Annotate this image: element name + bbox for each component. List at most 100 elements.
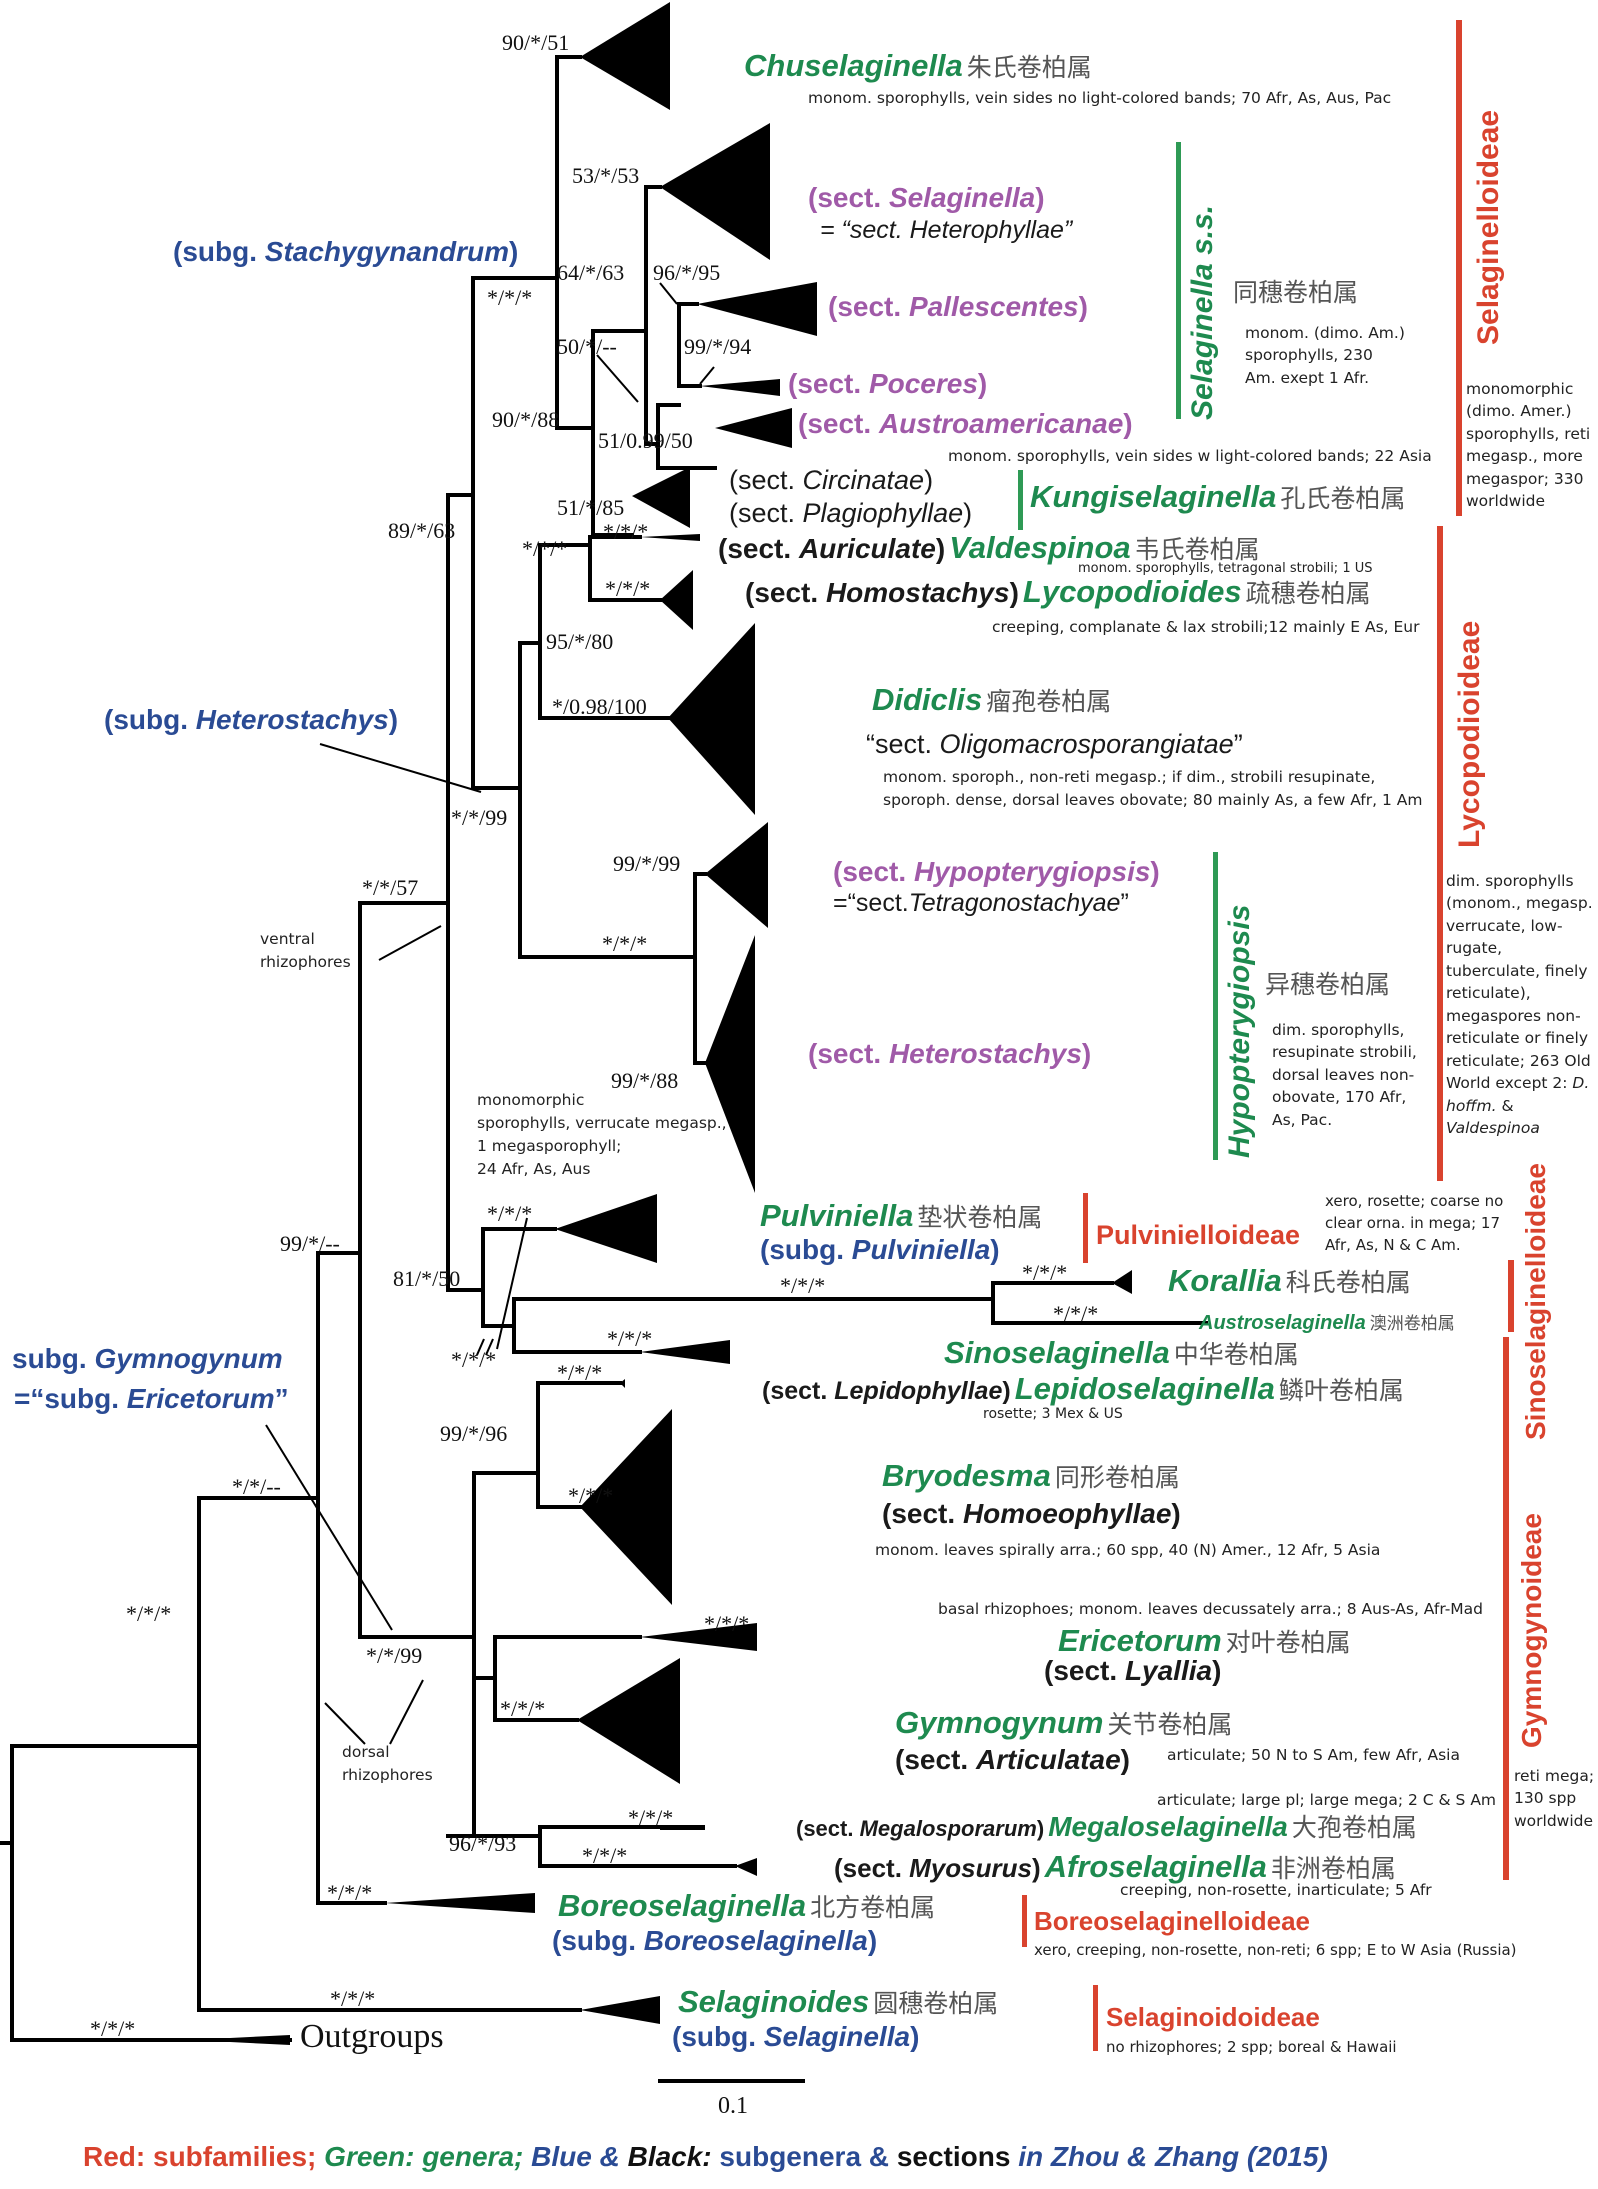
support-korallia-austro: */*/*: [780, 1273, 826, 1298]
support-n99-dash: 99/*/--: [280, 1231, 340, 1256]
subfamily-bar-lycopodioideae: [1437, 526, 1443, 1181]
leader-heterostachys: [319, 743, 482, 793]
clade-label-austroselaginella: Austroselaginella 澳洲卷柏属: [1199, 1312, 1455, 1334]
leader-dorsal-1: [324, 1702, 366, 1745]
annotation-pulv-4: 24 Afr, As, Aus: [477, 1160, 591, 1178]
note-lycopodioides: creeping, complanate & lax strobili;12 m…: [992, 618, 1420, 636]
subfamily-bar-boreoselaginelloideae: [1022, 1895, 1027, 1947]
branch-n99-96: [472, 1381, 540, 1509]
chinese-hypopterygiopsis: 异穗卷柏属: [1265, 970, 1391, 999]
clade-triangle-pulviniella: [555, 1194, 657, 1263]
branch-n-hetero: [471, 641, 522, 959]
clade-triangle-gymnogynum: [577, 1658, 680, 1784]
support-n81-50: 81/*/50: [393, 1266, 461, 1291]
note-valdespinoa: monom. sporophylls, tetragonal strobili;…: [1078, 561, 1373, 576]
branch-lyco: [518, 543, 542, 720]
note-pulvinielloideae: xero, rosette; coarse no clear orna. in …: [1325, 1192, 1504, 1254]
support-hypopterygiopsis: 99/*/99: [613, 851, 681, 876]
support-n50: 50/*/--: [557, 334, 617, 359]
alias-heterophyllae: = “sect. Heterophyllae”: [820, 216, 1073, 244]
subfamily-bar-sinoselaginelloideae: [1508, 1260, 1514, 1332]
note-kungiselaginella: monom. sporophylls, vein sides w light-c…: [948, 447, 1432, 465]
subfamily-pulvinielloideae: Pulvinielloideae: [1096, 1220, 1301, 1250]
legend-sections: sections: [896, 2141, 1011, 2172]
support-pulviniella: */*/*: [487, 1201, 533, 1226]
collapsed-clades: [190, 2, 1132, 2045]
branch-n89: [446, 276, 475, 790]
note-lepidoselaginella: rosette; 3 Mex & US: [983, 1406, 1123, 1422]
leader-n50: [596, 354, 639, 403]
label-subg-pulviniella: (subg. Pulviniella): [760, 1234, 1000, 1265]
leader-pallescentes: [659, 282, 678, 305]
clade-label-selaginoides: Selaginoides 圆穗卷柏属: [678, 1984, 999, 2019]
clade-label-chuselaginella: Chuselaginella 朱氏卷柏属: [744, 50, 1092, 81]
clade-label-valdespinoa: (sect. Auriculate) Valdespinoa 韦氏卷柏属: [718, 530, 1260, 565]
clade-triangle-chuselaginella: [580, 2, 670, 110]
note-selaginella-ss: monom. (dimo. Am.) sporophylls, 230 Am. …: [1245, 324, 1405, 387]
note-hypopterygiopsis: dim. sporophylls, resupinate strobili, d…: [1272, 1021, 1417, 1129]
branch-gymno-node: [358, 1471, 476, 1838]
clade-label-boreoselaginella: Boreoselaginella 北方卷柏属: [558, 1888, 936, 1923]
subfamily-gymnogynoideae: Gymnogynoideae: [1516, 1513, 1547, 1748]
subfamily-selaginoidoideae: Selaginoidoideae: [1106, 2002, 1320, 2032]
clade-triangle-boreo: [385, 1893, 535, 1913]
genus-bar-hypopterygiopsis: [1213, 852, 1218, 1160]
note-selaginelloideae: monomorphic (dimo. Amer.) sporophylls, r…: [1466, 380, 1591, 511]
clade-triangle-selaginoides: [580, 1996, 660, 2024]
leader-lines: [265, 282, 715, 1745]
subgenus-stachygynandrum: (subg. Stachygynandrum): [173, 236, 519, 267]
alias-tetragonostachyae: =“sect.Tetragonostachyae”: [833, 889, 1129, 917]
support-sect-selaginella: 53/*/53: [572, 163, 640, 188]
support-bryodesma: */*/*: [568, 1483, 614, 1508]
clade-triangle-kungi: [632, 467, 690, 528]
annotation-pulv-1: monomorphic: [477, 1091, 585, 1109]
note-lycopodioideae: dim. sporophylls (monom., megasp. verruc…: [1446, 872, 1593, 1138]
support-sinoselaginella: */*/*: [607, 1326, 653, 1351]
support-gymnogynum: */*/*: [500, 1696, 546, 1721]
support-auriculate: */*/*: [603, 519, 649, 544]
tree-branches: [0, 55, 1208, 2042]
branch-stachy: [471, 55, 559, 430]
clade-triangle-didiclis: [668, 623, 755, 815]
note-didiclis-1: monom. sporoph., non-reti megasp.; if di…: [883, 768, 1376, 786]
branch-n96-93: [446, 1825, 542, 1868]
clade-triangle-homostachys: [660, 570, 693, 630]
clade-triangle-bryodesma: [580, 1409, 672, 1605]
branch-break-marks: [476, 1338, 494, 1356]
support-sect-heterostachys: 99/*/88: [611, 1068, 679, 1093]
clade-label-lepidoselaginella: (sect. Lepidophyllae) Lepidoselaginella …: [762, 1371, 1404, 1406]
branch-n57: [358, 493, 450, 1292]
section-name: Selaginella: [888, 182, 1036, 213]
support-poceres: 99/*/94: [684, 334, 752, 359]
genus-bar-selaginella-ss: [1176, 142, 1181, 419]
note-didiclis-2: sporoph. dense, dorsal leaves obovate; 8…: [883, 791, 1423, 809]
support-n89-63: 89/*/63: [388, 518, 456, 543]
support-hypo-stem: */*/*: [602, 931, 648, 956]
clade-triangle-pallescentes: [697, 282, 817, 336]
clade-label-sinoselaginella: Sinoselaginella 中华卷柏属: [944, 1335, 1299, 1370]
clade-triangle-myosurus: [735, 1858, 757, 1876]
branch-n64: [555, 329, 595, 537]
label-subg-boreoselaginella: (subg. Boreoselaginella): [552, 1925, 878, 1956]
leader-gymno: [265, 1424, 393, 1631]
annotation-dorsal-2: rhizophores: [342, 1766, 433, 1784]
branch-korallia-stem: [512, 1281, 995, 1325]
label-sect-plagiophyllae: (sect. Plagiophyllae): [729, 498, 973, 528]
support-austroamericanae: 51/0.99/50: [598, 428, 693, 453]
clade-label-pulviniella: Pulviniella 垫状卷柏属: [760, 1198, 1043, 1233]
legend-red: Red: subfamilies;: [83, 2141, 317, 2172]
note-megaloselaginella: articulate; large pl; large mega; 2 C & …: [1157, 1791, 1497, 1809]
support-n57: */*/57: [362, 875, 419, 900]
genus-bar-kungiselaginella: [1018, 470, 1023, 530]
clade-triangle-sect-selaginella: [660, 123, 770, 260]
support-n99-96: 99/*/96: [440, 1421, 508, 1446]
support-korallia-node: */*/*: [1022, 1260, 1068, 1285]
support-myosurus: */*/*: [582, 1843, 628, 1868]
clade-triangle-korallia: [1112, 1270, 1132, 1294]
legend-black: Black:: [627, 2141, 712, 2172]
support-sino-node: */*/*: [451, 1347, 497, 1372]
support-n90-88: 90/*/88: [492, 407, 560, 432]
branch-n81: [446, 1227, 485, 1328]
clade-triangle-lepido: [620, 1379, 625, 1388]
